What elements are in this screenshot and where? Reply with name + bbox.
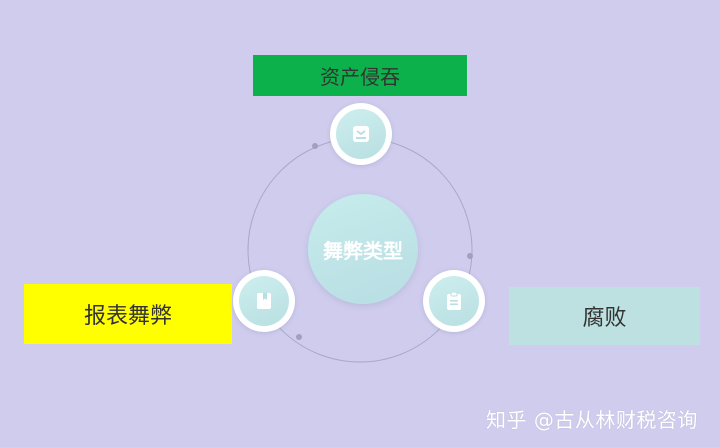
ring-dot-bottom-left xyxy=(296,334,302,340)
storage-box-icon xyxy=(353,126,369,142)
node-circle-left xyxy=(233,270,295,332)
node-label-asset-misappropriation: 资产侵吞 xyxy=(253,55,467,96)
center-label: 舞弊类型 xyxy=(323,238,403,263)
node-circle-top xyxy=(330,103,392,165)
ring-dot-top-left xyxy=(312,143,318,149)
clipboard-icon xyxy=(447,291,461,310)
bookmark-book-icon xyxy=(257,293,271,309)
center-circle: 舞弊类型 xyxy=(308,194,418,304)
node-label-financial-statement-fraud: 报表舞弊 xyxy=(24,284,232,344)
node-label-corruption: 腐败 xyxy=(509,287,700,345)
ring-dot-right xyxy=(467,253,473,259)
watermark-text: 知乎 @古从林财税咨询 xyxy=(486,408,698,432)
node-circle-right xyxy=(423,270,485,332)
